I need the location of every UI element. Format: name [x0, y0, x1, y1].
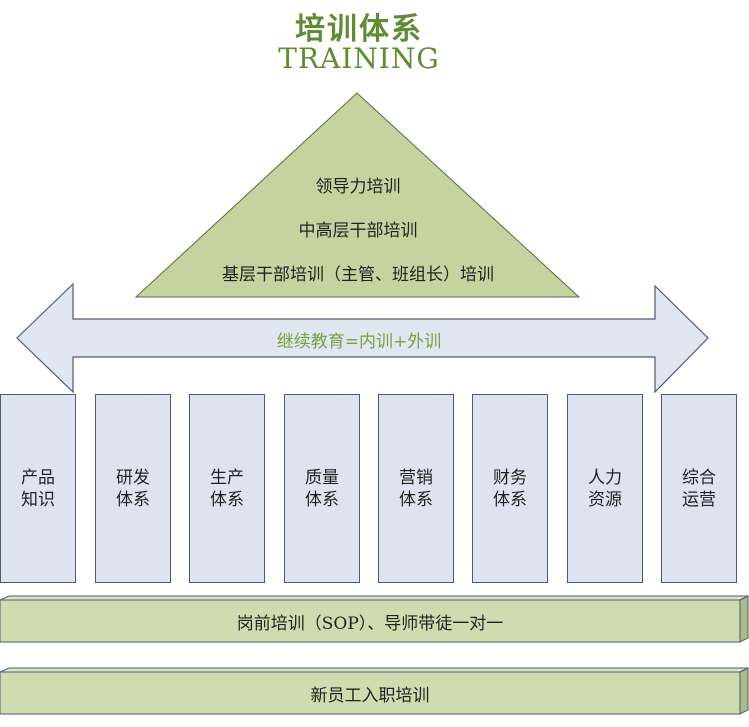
- pillar-label-line1: 生产: [210, 467, 244, 488]
- pillar-label-line2: 运营: [682, 489, 716, 510]
- pillar-label-line2: 体系: [399, 489, 433, 510]
- pillar-label-line1: 研发: [116, 467, 150, 488]
- slab-onboarding: [0, 667, 749, 715]
- pillar-human-resources: 人力 资源: [567, 394, 643, 583]
- pillar-label-line1: 质量: [305, 467, 339, 488]
- pillar-label-line1: 营销: [399, 467, 433, 488]
- pillar-quality-system: 质量 体系: [284, 394, 360, 583]
- pillar-rd-system: 研发 体系: [95, 394, 171, 583]
- pre-job-training-label: 岗前培训（SOP）、导师带徒一对一: [236, 614, 504, 634]
- pillar-marketing-system: 营销 体系: [378, 394, 454, 583]
- slab-pre-job: [0, 595, 749, 643]
- pyramid-line-grassroots: 基层干部培训（主管、班组长）培训: [222, 265, 494, 285]
- double-arrow-band: [16, 282, 709, 394]
- pillar-label-line1: 综合: [682, 467, 716, 488]
- pillar-label-line1: 人力: [588, 467, 622, 488]
- pillar-label-line2: 体系: [493, 489, 527, 510]
- pillar-product-knowledge: 产品 知识: [0, 394, 76, 583]
- pyramid-line-mid-senior: 中高层干部培训: [298, 221, 418, 241]
- title-english: TRAINING: [278, 42, 440, 75]
- pillar-label-line2: 体系: [116, 489, 150, 510]
- pillar-label-line2: 知识: [21, 489, 55, 510]
- new-employee-training-label: 新员工入职培训: [310, 686, 430, 706]
- pyramid-line-leadership: 领导力培训: [315, 177, 401, 197]
- pillar-general-operations: 综合 运营: [661, 394, 737, 583]
- pillar-label-line1: 财务: [493, 467, 527, 488]
- continuing-education-label: 继续教育=内训+外训: [276, 332, 442, 352]
- pillar-label-line2: 体系: [210, 489, 244, 510]
- pillar-production-system: 生产 体系: [189, 394, 265, 583]
- pillar-label-line2: 资源: [588, 489, 622, 510]
- pyramid-triangle: [134, 92, 581, 298]
- title-chinese: 培训体系: [295, 12, 423, 47]
- pillar-label-line1: 产品: [21, 467, 55, 488]
- pillar-label-line2: 体系: [305, 489, 339, 510]
- pillar-finance-system: 财务 体系: [472, 394, 548, 583]
